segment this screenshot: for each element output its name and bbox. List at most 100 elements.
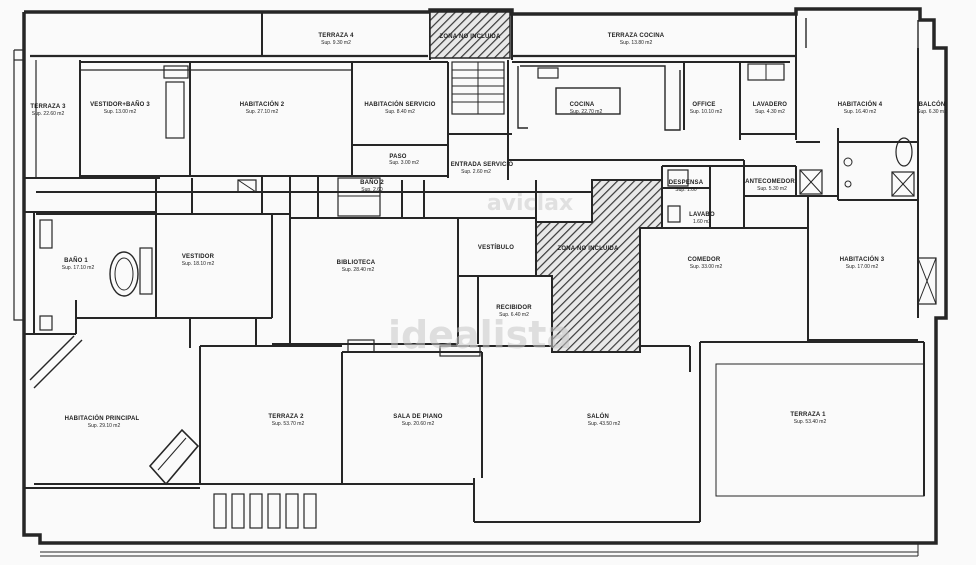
walls bbox=[13, 7, 948, 557]
svg-text:TERRAZA 2: TERRAZA 2 bbox=[268, 414, 304, 420]
svg-text:Sup. 27.10 m2: Sup. 27.10 m2 bbox=[246, 109, 279, 115]
svg-text:Sup. 28.40 m2: Sup. 28.40 m2 bbox=[342, 267, 375, 273]
svg-text:ZONA NO INCLUIDA: ZONA NO INCLUIDA bbox=[558, 246, 619, 252]
svg-text:Sup. 10.10 m2: Sup. 10.10 m2 bbox=[690, 109, 723, 115]
svg-text:Sup. 8.40 m2: Sup. 8.40 m2 bbox=[385, 109, 415, 115]
svg-text:Sup. 20.60 m2: Sup. 20.60 m2 bbox=[402, 421, 435, 427]
watermark-idealista: idealista bbox=[388, 313, 572, 357]
svg-text:DESPENSA: DESPENSA bbox=[669, 180, 704, 186]
svg-text:LAVADERO: LAVADERO bbox=[753, 102, 788, 108]
watermarks: idealista aviclax bbox=[388, 191, 573, 357]
svg-text:Sup. 53.70 m2: Sup. 53.70 m2 bbox=[272, 421, 305, 427]
svg-text:Sup. 16.40 m2: Sup. 16.40 m2 bbox=[844, 109, 877, 115]
svg-text:TERRAZA 3: TERRAZA 3 bbox=[30, 104, 66, 110]
svg-text:BAÑO 2: BAÑO 2 bbox=[360, 179, 384, 186]
svg-text:ANTECOMEDOR: ANTECOMEDOR bbox=[745, 179, 795, 185]
svg-text:Sup. 5.30 m2: Sup. 5.30 m2 bbox=[757, 186, 787, 192]
svg-text:OFFICE: OFFICE bbox=[692, 102, 715, 108]
svg-text:VESTIDOR+BAÑO 3: VESTIDOR+BAÑO 3 bbox=[90, 101, 150, 108]
svg-text:Sup. 13.00 m2: Sup. 13.00 m2 bbox=[104, 109, 137, 115]
svg-text:HABITACIÓN 2: HABITACIÓN 2 bbox=[240, 100, 285, 108]
svg-text:Sup. 43.50 m2: Sup. 43.50 m2 bbox=[588, 421, 621, 427]
svg-text:ZONA NO INCLUIDA: ZONA NO INCLUIDA bbox=[440, 34, 501, 40]
room-zona-no-incluida-top: ZONA NO INCLUIDA bbox=[440, 34, 501, 40]
svg-text:Sup. 2.60: Sup. 2.60 bbox=[361, 187, 383, 193]
svg-text:Sup. 18.10 m2: Sup. 18.10 m2 bbox=[182, 261, 215, 267]
excluded-zone-stairwell bbox=[429, 11, 511, 59]
svg-text:Sup. 4.30 m2: Sup. 4.30 m2 bbox=[755, 109, 785, 115]
svg-text:HABITACIÓN PRINCIPAL: HABITACIÓN PRINCIPAL bbox=[65, 414, 140, 422]
room-zona-no-incluida-core: ZONA NO INCLUIDA bbox=[558, 246, 619, 252]
svg-text:COMEDOR: COMEDOR bbox=[688, 257, 721, 263]
svg-text:TERRAZA 1: TERRAZA 1 bbox=[790, 412, 826, 418]
svg-text:ENTRADA SERVICIO: ENTRADA SERVICIO bbox=[451, 162, 514, 168]
svg-text:SALÓN: SALÓN bbox=[587, 412, 609, 420]
svg-text:Sup. 53.40 m2: Sup. 53.40 m2 bbox=[794, 419, 827, 425]
watermark-aviclax: aviclax bbox=[487, 191, 573, 216]
svg-text:Sup. 6.30 m2: Sup. 6.30 m2 bbox=[917, 109, 947, 115]
svg-text:PASO: PASO bbox=[389, 154, 406, 160]
room-vestibulo: VESTÍBULO bbox=[478, 243, 514, 251]
svg-text:VESTIDOR: VESTIDOR bbox=[182, 254, 215, 260]
svg-text:1.60 m2: 1.60 m2 bbox=[693, 219, 711, 225]
svg-text:SALA DE PIANO: SALA DE PIANO bbox=[393, 414, 443, 420]
svg-text:Sup. 2.60 m2: Sup. 2.60 m2 bbox=[461, 169, 491, 175]
svg-text:BIBLIOTECA: BIBLIOTECA bbox=[337, 260, 376, 266]
svg-text:Sup. 9.30 m2: Sup. 9.30 m2 bbox=[321, 40, 351, 46]
svg-text:Sup. 3.00 m2: Sup. 3.00 m2 bbox=[389, 160, 419, 166]
svg-text:TERRAZA COCINA: TERRAZA COCINA bbox=[608, 33, 665, 39]
svg-text:HABITACIÓN 3: HABITACIÓN 3 bbox=[840, 255, 885, 263]
svg-text:Sup. 22.70 m2: Sup. 22.70 m2 bbox=[570, 109, 603, 115]
svg-text:BAÑO 1: BAÑO 1 bbox=[64, 257, 88, 264]
svg-text:Sup. 17.00 m2: Sup. 17.00 m2 bbox=[846, 264, 879, 270]
svg-text:Sup. 6.40 m2: Sup. 6.40 m2 bbox=[499, 312, 529, 318]
excluded-zones bbox=[429, 11, 663, 353]
svg-text:Sup. 33.00 m2: Sup. 33.00 m2 bbox=[690, 264, 723, 270]
excluded-zone-core bbox=[535, 179, 663, 353]
svg-text:HABITACIÓN 4: HABITACIÓN 4 bbox=[838, 100, 883, 108]
svg-text:Sup. 13.80 m2: Sup. 13.80 m2 bbox=[620, 40, 653, 46]
svg-text:HABITACIÓN SERVICIO: HABITACIÓN SERVICIO bbox=[364, 100, 435, 108]
svg-text:Sup. 29.10 m2: Sup. 29.10 m2 bbox=[88, 423, 121, 429]
svg-text:Sup. 1.00: Sup. 1.00 bbox=[675, 187, 697, 193]
svg-text:LAVABO: LAVABO bbox=[689, 212, 715, 218]
svg-text:BALCÓN: BALCÓN bbox=[919, 100, 946, 108]
svg-text:Sup. 17.10 m2: Sup. 17.10 m2 bbox=[62, 265, 95, 271]
svg-text:VESTÍBULO: VESTÍBULO bbox=[478, 243, 514, 251]
svg-text:TERRAZA 4: TERRAZA 4 bbox=[318, 33, 354, 39]
svg-text:COCINA: COCINA bbox=[570, 102, 595, 108]
svg-text:RECIBIDOR: RECIBIDOR bbox=[496, 305, 532, 311]
svg-text:Sup. 22.60 m2: Sup. 22.60 m2 bbox=[32, 111, 65, 117]
